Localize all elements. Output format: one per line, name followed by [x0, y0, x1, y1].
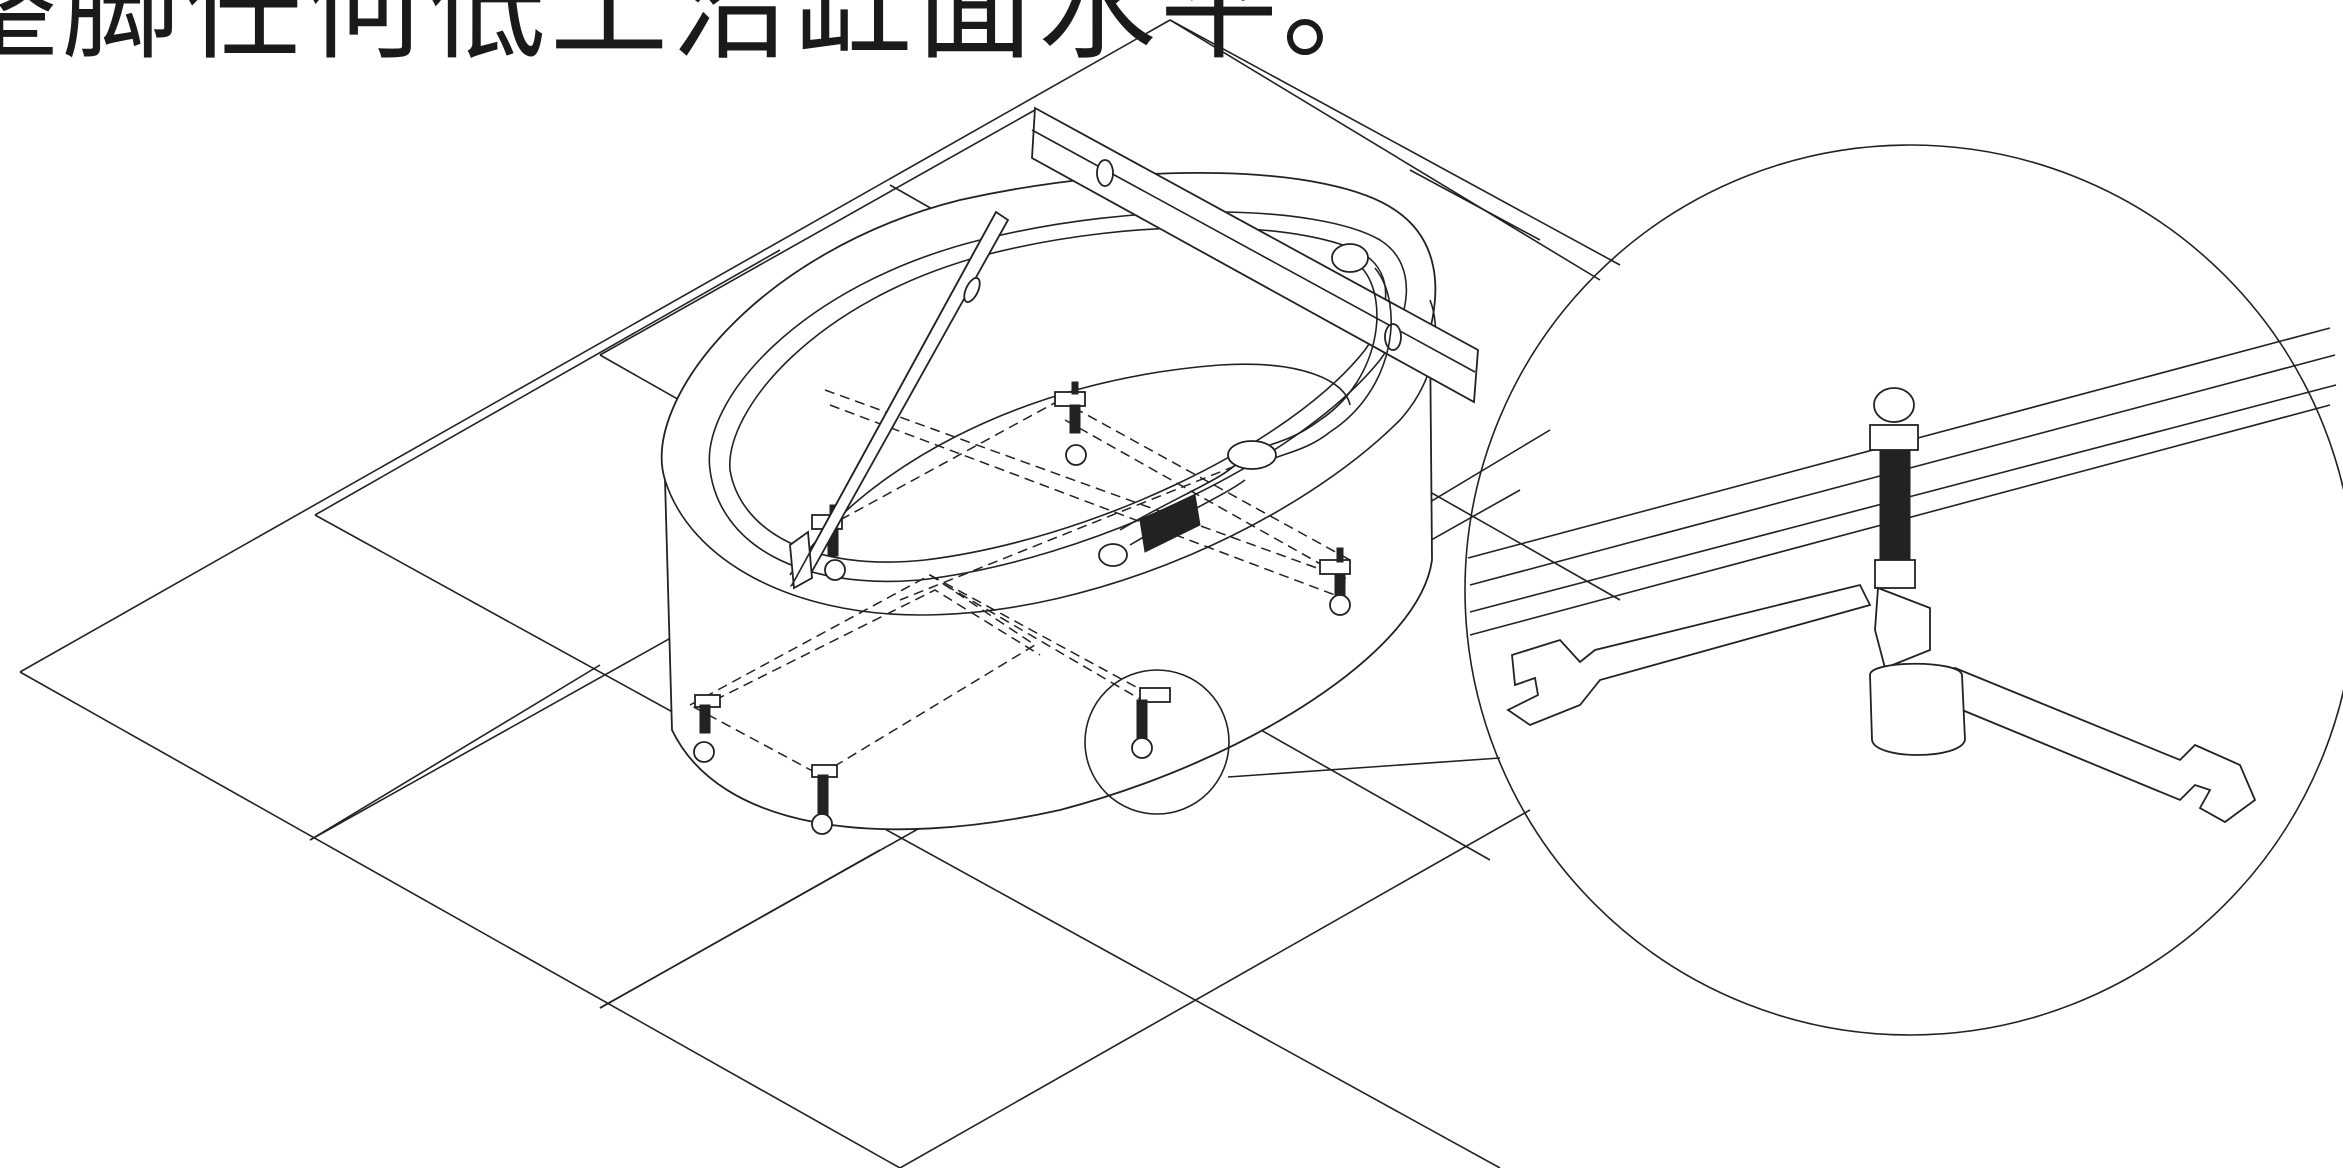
support-frame: [689, 389, 1351, 776]
detail-callout-marker: [1084, 669, 1501, 815]
instruction-caption: 整脚任何低工沿缸面水平。: [0, 0, 1405, 76]
bathtub: [660, 171, 1437, 831]
adjustable-foot-icon: [693, 694, 721, 763]
level-bar-icon: [789, 210, 1010, 590]
adjustable-foot-icon: [1319, 547, 1351, 616]
adjustable-foot-icon: [1131, 687, 1171, 759]
drain-hose-icon: [1098, 243, 1392, 567]
floor-tile-grid: [19, 19, 1621, 1168]
adjustable-foot-icon: [811, 764, 838, 835]
adjustable-foot-icon: [1054, 381, 1087, 466]
detail-view: [1464, 144, 2343, 1036]
adjustable-foot-icon: [1869, 387, 1966, 756]
level-bar-icon: [1031, 106, 1479, 404]
wrench-icon: [1506, 583, 2257, 824]
